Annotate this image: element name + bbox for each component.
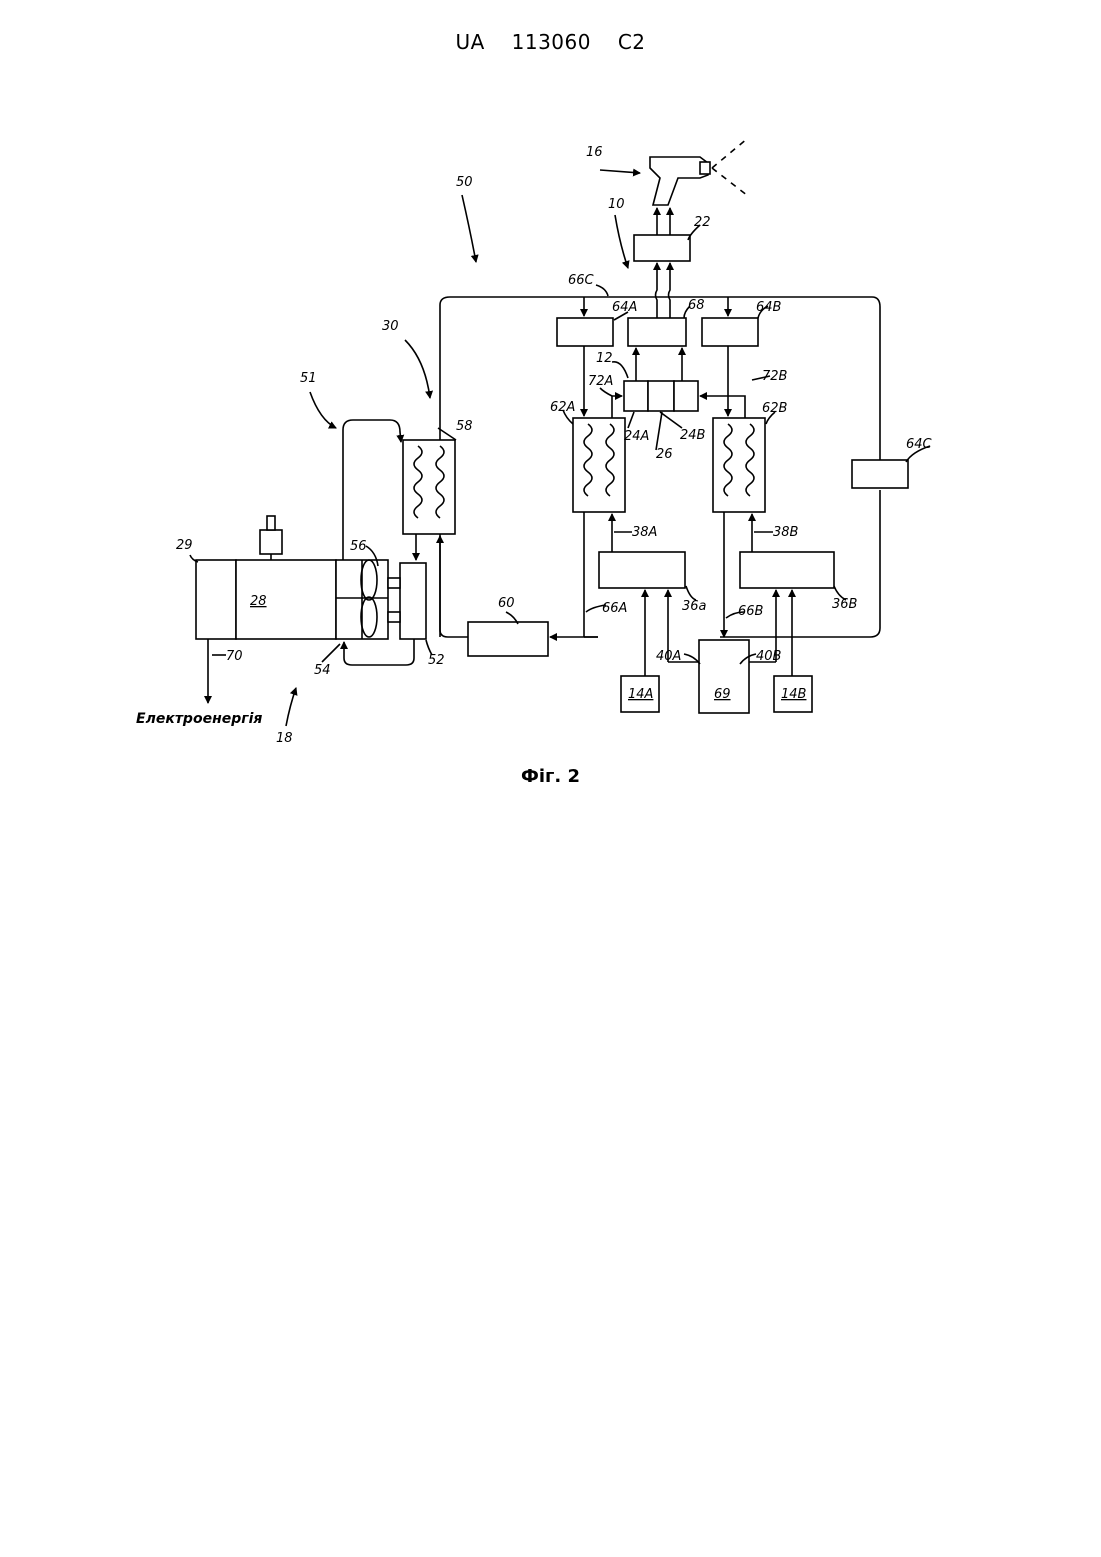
box-69	[699, 640, 749, 713]
electric-power-label: Електроенергія	[136, 711, 262, 727]
ref-64b: 64B	[756, 300, 782, 315]
heat-exchanger-62a	[573, 418, 625, 512]
box-64b	[702, 318, 758, 346]
ref-18: 18	[276, 731, 293, 746]
box-36b	[740, 552, 834, 588]
ref-50: 50	[456, 175, 473, 190]
ref-66c: 66C	[568, 273, 595, 288]
ref-51: 51	[300, 371, 317, 386]
arrow-16	[600, 170, 640, 173]
ref-70: 70	[226, 649, 243, 664]
box-64a	[557, 318, 613, 346]
ref-16: 16	[586, 145, 603, 160]
radiator-52	[388, 563, 426, 639]
ref-72b: 72B	[762, 369, 788, 384]
engine-28	[196, 516, 336, 639]
ref-12: 12	[596, 351, 613, 366]
heat-exchanger-58	[403, 440, 455, 534]
ref-64a: 64A	[612, 300, 637, 315]
figure-caption: Фіг. 2	[0, 766, 1101, 787]
ref-62a: 62A	[550, 400, 575, 415]
ref-60: 60	[498, 596, 515, 611]
box-36a	[599, 552, 685, 588]
box-22	[634, 235, 690, 261]
arrow-50	[462, 195, 476, 262]
ref-14a: 14A	[628, 687, 653, 702]
ref-66a: 66A	[602, 601, 627, 616]
arrow-18	[286, 688, 296, 726]
ref-40b: 40B	[756, 649, 782, 664]
ref-28: 28	[250, 594, 267, 609]
ref-36b: 36B	[832, 597, 858, 612]
box-64c	[852, 460, 908, 488]
fan-56	[336, 560, 388, 639]
ref-38b: 38B	[773, 525, 799, 540]
ref-40a: 40A	[656, 649, 681, 664]
ref-54: 54	[314, 663, 331, 678]
box-60	[468, 622, 548, 656]
ref-29: 29	[176, 538, 193, 553]
box-68	[628, 318, 686, 346]
ref-38a: 38A	[632, 525, 657, 540]
arrow-10	[615, 215, 628, 268]
ref-58: 58	[456, 419, 473, 434]
ref-62b: 62B	[762, 401, 788, 416]
arrow-30	[405, 340, 430, 398]
ref-68: 68	[688, 298, 705, 313]
ref-56: 56	[350, 539, 367, 554]
ref-64c: 64C	[906, 437, 933, 452]
ref-36a: 36a	[682, 599, 707, 614]
spray-gun	[650, 138, 748, 205]
ref-22: 22	[694, 215, 711, 230]
heat-exchanger-62b	[713, 418, 765, 512]
arrow-51	[310, 392, 336, 428]
ref-72a: 72A	[588, 374, 613, 389]
ref-24b: 24B	[680, 428, 706, 443]
ref-10: 10	[608, 197, 625, 212]
ref-52: 52	[428, 653, 445, 668]
ref-69: 69	[714, 687, 731, 702]
ref-26: 26	[656, 447, 673, 462]
ref-30: 30	[382, 319, 399, 334]
ref-14b: 14B	[781, 687, 807, 702]
ref-24a: 24A	[624, 429, 649, 444]
ref-66b: 66B	[738, 604, 764, 619]
